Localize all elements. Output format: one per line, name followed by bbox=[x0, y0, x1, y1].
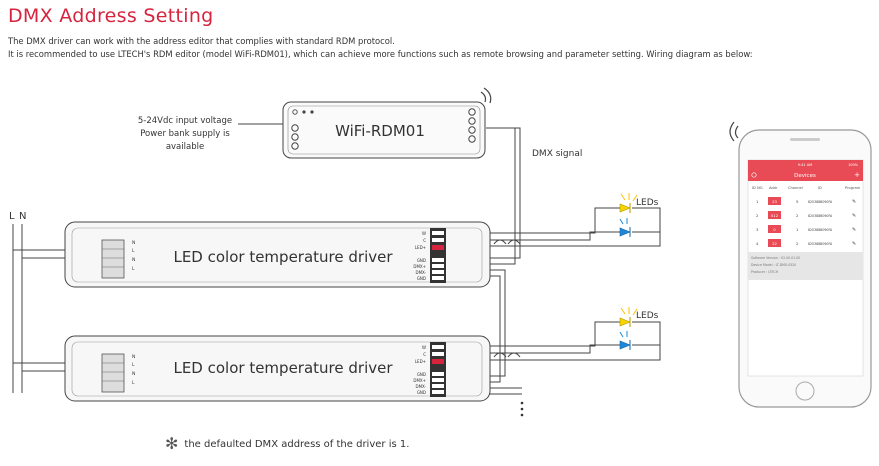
phone-row-3: 3 0 1 820388B090FA ✎ bbox=[756, 225, 856, 233]
edit-icon: ✎ bbox=[852, 199, 856, 205]
right-terminal: DMX+ bbox=[413, 264, 426, 269]
left-terminal: L bbox=[132, 248, 135, 254]
svg-text:820388B090FA: 820388B090FA bbox=[808, 228, 833, 232]
dmx-signal-label: DMX signal bbox=[532, 149, 582, 159]
left-terminal: L bbox=[132, 266, 135, 272]
power-note: 5-24Vdc input voltage Power bank supply … bbox=[130, 115, 240, 154]
phone-col-channel: Channel bbox=[788, 186, 803, 190]
home-button bbox=[795, 381, 815, 401]
svg-text:0: 0 bbox=[773, 227, 776, 232]
left-terminal: N bbox=[132, 240, 135, 246]
svg-text:2: 2 bbox=[796, 241, 799, 246]
phone-info-model: Device Model : LT-DMX-0520 bbox=[751, 263, 796, 267]
left-terminal: N bbox=[132, 371, 135, 377]
wifi-icon bbox=[729, 121, 739, 142]
asterisk-icon: ✻ bbox=[165, 434, 179, 453]
phone-header-title: Devices bbox=[794, 173, 816, 179]
svg-text:820388B090FA: 820388B090FA bbox=[808, 200, 833, 204]
right-terminal: GND bbox=[417, 258, 426, 263]
intro-line-2: It is recommended to use LTECH's RDM edi… bbox=[8, 49, 753, 59]
edit-icon: ✎ bbox=[852, 241, 856, 247]
edit-icon: ✎ bbox=[852, 213, 856, 219]
power-note-line-3: available bbox=[165, 142, 205, 152]
phone-col-id: ID NO. bbox=[752, 186, 763, 190]
page-title: DMX Address Setting bbox=[8, 5, 214, 27]
power-note-line-1: 5-24Vdc input voltage bbox=[137, 116, 233, 126]
right-terminal: GND bbox=[417, 390, 426, 395]
svg-text:820388B090FA: 820388B090FA bbox=[808, 214, 833, 218]
phone-row-4: 4 22 2 820388B090FA ✎ bbox=[756, 239, 856, 247]
svg-text:23: 23 bbox=[772, 199, 777, 204]
svg-text:2: 2 bbox=[756, 213, 759, 218]
right-terminal: GND bbox=[417, 276, 426, 281]
mains-l-label: L bbox=[9, 211, 15, 222]
right-terminal: DMX+ bbox=[413, 378, 426, 383]
leds-label-bottom: LEDs bbox=[636, 311, 659, 321]
driver-label: LED color temperature driver bbox=[173, 248, 393, 266]
svg-text:3: 3 bbox=[756, 227, 759, 232]
footnote: ✻ the defaulted DMX address of the driver… bbox=[165, 432, 410, 453]
phone-info-producer: Producer : LTECH bbox=[751, 270, 779, 274]
phone-col-uid: ID bbox=[818, 186, 822, 190]
settings-icon bbox=[751, 172, 757, 178]
right-terminal: W bbox=[422, 231, 426, 236]
phone-mockup: 9:41 AM 100% Devices + ID NO. Addr Chann… bbox=[729, 121, 872, 408]
wifi-rdm01-editor: WiFi-RDM01 bbox=[282, 101, 486, 159]
left-terminal: L bbox=[132, 362, 135, 368]
mains-n-label: N bbox=[19, 211, 26, 222]
svg-text:4: 4 bbox=[756, 241, 759, 246]
right-terminal: DMX- bbox=[415, 384, 426, 389]
add-icon: + bbox=[854, 171, 860, 179]
left-terminal: L bbox=[132, 380, 135, 386]
svg-text:1: 1 bbox=[796, 227, 799, 232]
footnote-text: the defaulted DMX address of the driver … bbox=[184, 439, 410, 450]
right-terminal: C bbox=[423, 352, 426, 357]
editor-label: WiFi-RDM01 bbox=[335, 122, 425, 140]
left-terminal: N bbox=[132, 354, 135, 360]
svg-text:1: 1 bbox=[756, 199, 759, 204]
phone-col-program: Program bbox=[845, 186, 861, 190]
right-terminal: C bbox=[423, 238, 426, 243]
right-terminal: W bbox=[422, 345, 426, 350]
led-group-top: LEDs bbox=[619, 193, 659, 237]
svg-text:5: 5 bbox=[796, 199, 799, 204]
right-terminal: LED+ bbox=[415, 359, 426, 364]
phone-row-2: 2 512 2 820388B090FA ✎ bbox=[756, 211, 856, 219]
wifi-icon bbox=[480, 87, 492, 104]
right-terminal: DMX- bbox=[415, 270, 426, 275]
left-terminal: N bbox=[132, 257, 135, 263]
phone-rows: 1 23 5 820388B090FA ✎ 2 512 2 820388B090… bbox=[756, 197, 856, 247]
svg-text:820388B090FA: 820388B090FA bbox=[808, 242, 833, 246]
phone-row-1: 1 23 5 820388B090FA ✎ bbox=[756, 197, 856, 205]
status-time: 9:41 AM bbox=[798, 163, 812, 167]
driver-top: N L N L LED color temperature driver W C… bbox=[64, 221, 491, 288]
svg-text:2: 2 bbox=[796, 213, 799, 218]
driver-bottom: N L N L LED color temperature driver W C… bbox=[64, 335, 491, 402]
led-group-bottom: LEDs bbox=[619, 307, 659, 350]
continuation-dots bbox=[520, 401, 524, 417]
power-note-line-2: Power bank supply is bbox=[140, 129, 230, 139]
status-battery: 100% bbox=[848, 163, 859, 167]
svg-text:22: 22 bbox=[772, 241, 777, 246]
svg-text:512: 512 bbox=[771, 213, 779, 218]
edit-icon: ✎ bbox=[852, 227, 856, 233]
right-terminal: LED+ bbox=[415, 245, 426, 250]
phone-info-software: Software Version : V2.00.01.00 bbox=[751, 256, 800, 260]
leds-label-top: LEDs bbox=[636, 198, 659, 208]
intro-line-1: The DMX driver can work with the address… bbox=[8, 36, 395, 46]
right-terminal: GND bbox=[417, 372, 426, 377]
phone-col-addr: Addr bbox=[769, 186, 778, 190]
driver-label: LED color temperature driver bbox=[173, 359, 393, 377]
